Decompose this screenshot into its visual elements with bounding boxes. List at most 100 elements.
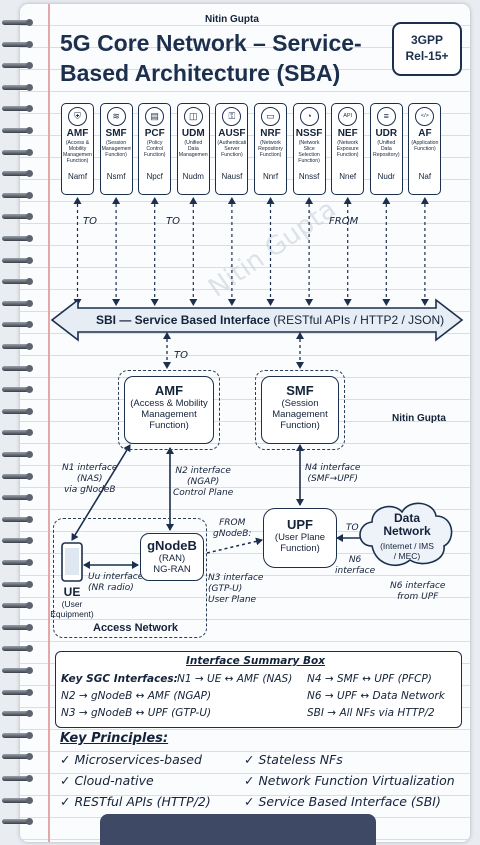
nf-desc: (Application Function): [411, 140, 439, 152]
ring-hole: [26, 731, 33, 739]
ring-wire: [2, 430, 30, 436]
nf-name: NEF: [337, 128, 358, 139]
ring-hole: [26, 796, 33, 804]
ring-hole: [26, 602, 33, 610]
ring-hole: [26, 364, 33, 372]
signal-icon: ≋: [106, 107, 126, 126]
ring-hole: [26, 40, 33, 48]
folder-icon: ▭: [261, 107, 280, 126]
ring-wire: [2, 106, 30, 112]
spiral-ring: [2, 601, 33, 611]
spiral-ring: [2, 148, 33, 158]
ring-wire: [2, 41, 30, 47]
spiral-ring: [2, 450, 33, 460]
document-icon: ▤: [145, 107, 165, 126]
ring-hole: [26, 667, 33, 674]
ring-wire: [2, 365, 30, 371]
ring-hole: [26, 213, 33, 221]
nf-desc: (Session Management Function): [101, 140, 131, 158]
nf-desc: (Network Slice Selection Function): [298, 140, 320, 164]
access-network-frame: [53, 518, 207, 638]
principle-item: ✓ RESTful APIs (HTTP/2): [60, 794, 211, 809]
from-label: FROM: [329, 216, 359, 227]
nf-name: AUSF: [218, 128, 246, 139]
ring-wire: [2, 516, 30, 522]
ring-hole: [26, 299, 33, 307]
nf-desc: (Policy Control Function): [143, 140, 166, 158]
spiral-ring: [2, 558, 33, 568]
spiral-ring: [2, 385, 33, 395]
lock-icon: ⚿: [222, 107, 242, 126]
summary-row-left-2: N2 → gNodeB ↔ AMF (NGAP): [61, 690, 212, 702]
summary-row-left-1: N1 → UE ↔ AMF (NAS): [177, 673, 293, 685]
spiral-ring: [2, 407, 33, 417]
summary-row-right-2: N6 → UPF ↔ Data Network: [307, 690, 445, 702]
to-amf-label: TO: [174, 350, 188, 361]
ring-wire: [2, 128, 30, 133]
nf-name: UDM: [181, 128, 205, 139]
ring-hole: [26, 494, 33, 502]
spiral-ring: [2, 515, 33, 525]
summary-row-right-3: SBI → All NFs via HTTP/2: [307, 707, 435, 719]
ring-hole: [26, 580, 33, 588]
dn-title-2: Network: [383, 524, 431, 538]
nf-desc: (Network Exposure Function): [336, 140, 359, 158]
ring-hole: [26, 105, 33, 113]
from-gnodeb-label: FROM gNodeB:: [213, 518, 251, 540]
ring-hole: [26, 645, 33, 653]
sbi-bus-label: SBI — Service Based Interface (RESTful A…: [96, 313, 444, 327]
principle-text: Stateless NFs: [258, 752, 343, 767]
nf-name: AF: [418, 128, 432, 139]
ring-wire: [2, 300, 30, 306]
ring-wire: [2, 322, 30, 328]
ring-wire: [2, 495, 30, 501]
nf-box-udm: ◫UDM(Unified Data Management)Nudm: [176, 103, 210, 195]
ring-wire: [2, 236, 30, 241]
summary-key-label: Key SGC Interfaces:: [61, 673, 178, 685]
shield-icon: ⛨: [68, 107, 87, 126]
ring-wire: [2, 344, 30, 349]
api-icon: API: [338, 107, 358, 126]
nf-interface: Nnrf: [262, 172, 279, 181]
nf-interface: Nnef: [339, 172, 357, 181]
ring-wire: [2, 387, 30, 393]
ring-wire: [2, 192, 30, 198]
ring-hole: [26, 256, 33, 264]
n3-line1: N3 interface: [208, 573, 264, 583]
summary-row-right-1: N4 → SMF ↔ UPF (PFCP): [307, 673, 432, 685]
check-icon: ✓: [244, 773, 259, 788]
spiral-ring: [2, 623, 33, 633]
interface-summary-box: [55, 651, 462, 728]
access-network-label: Access Network: [93, 622, 178, 634]
n1-line2: (NAS): [76, 474, 103, 484]
nf-box-udr: ≡UDR(Unified Data Repository)Nudr: [369, 103, 403, 195]
n2-line2: (NGAP): [186, 477, 220, 487]
ring-wire: [2, 257, 30, 263]
n3-link: [206, 537, 263, 554]
spiral-ring: [2, 191, 33, 201]
ring-hole: [26, 321, 33, 329]
ue-desc-2: Equipment): [50, 609, 94, 619]
ring-hole: [26, 775, 33, 782]
ring-hole: [26, 710, 33, 718]
page-title-line2: Based Architecture (SBA): [60, 60, 341, 86]
n2-interface-label: N2 interface (NGAP) Control Plane: [173, 466, 233, 499]
n6-line1: N6: [348, 555, 362, 565]
ring-wire: [2, 279, 30, 285]
dn-desc-1: (Internet / IMS: [380, 541, 434, 551]
gnodeb-box: gNodeB (RAN) NG-RAN: [140, 533, 204, 581]
principle-text: Microservices-based: [74, 752, 202, 767]
ring-hole: [26, 62, 33, 70]
release-badge: 3GPP Rel-15+: [392, 22, 462, 76]
to-label-2: TO: [166, 216, 180, 227]
from-gnodeb-line2: gNodeB:: [213, 529, 252, 539]
nf-box-ausf: ⚿AUSF(Authentication Server Function)Nau…: [215, 103, 249, 195]
ring-wire: [2, 408, 30, 414]
spiral-ring: [2, 342, 33, 352]
smf-title: SMF: [286, 383, 314, 398]
ring-wire: [2, 171, 30, 177]
page-title: 5G Core Network – Service-: [60, 30, 362, 56]
badge-line2: Rel-15+: [405, 49, 449, 63]
